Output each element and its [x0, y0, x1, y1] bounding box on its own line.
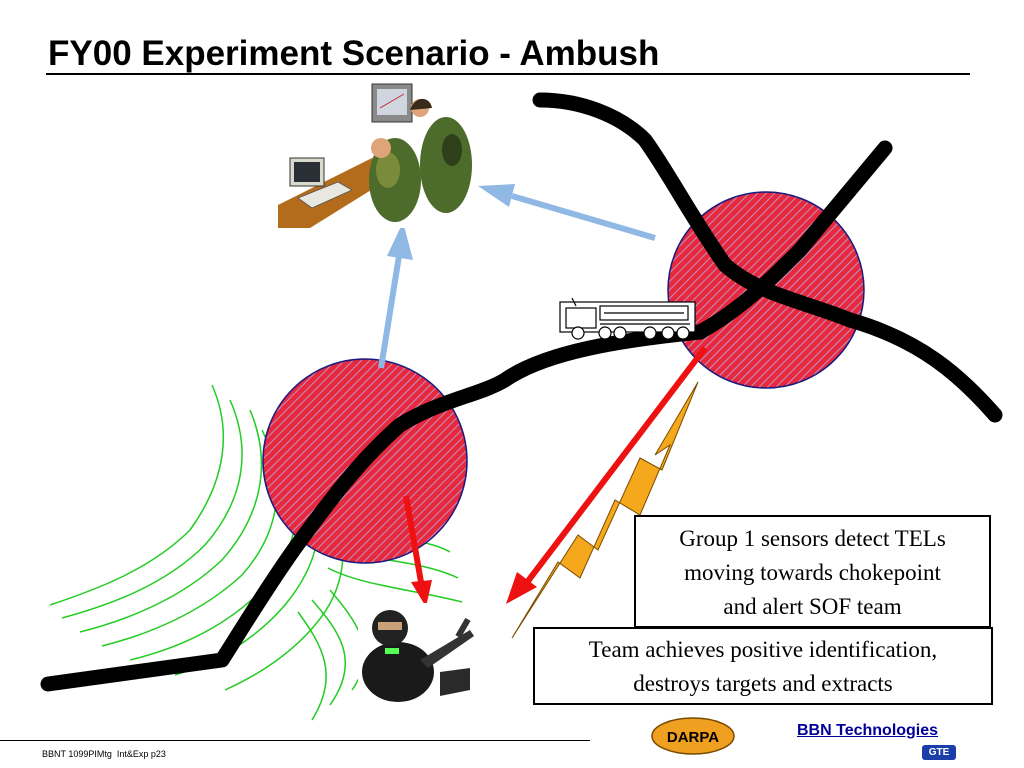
- footer-divider: [0, 740, 590, 741]
- footer-doc-ref: BBNT 1099PIMtg Int&Exp p23: [42, 749, 166, 759]
- callout-line: destroys targets and extracts: [633, 671, 893, 696]
- callout-line: and alert SOF team: [723, 594, 902, 619]
- roads: [40, 92, 1003, 692]
- lightning-alert: [511, 381, 699, 639]
- team-action-callout: Team achieves positive identification, d…: [533, 627, 993, 705]
- soldier-icon: [358, 603, 476, 702]
- slide-title: FY00 Experiment Scenario - Ambush: [48, 34, 660, 73]
- company-name: BBN Technologies: [797, 722, 939, 739]
- engage-arrows: [403, 346, 708, 607]
- callout-line: Group 1 sensors detect TELs: [679, 526, 946, 551]
- callout-line: Team achieves positive identification,: [588, 637, 938, 662]
- report-arrows: [378, 184, 656, 369]
- missile-launcher-truck-icon: [559, 297, 696, 340]
- darpa-logo: DARPA: [651, 717, 735, 755]
- command-center-icon: [278, 83, 478, 228]
- callout-line: moving towards chokepoint: [684, 560, 941, 585]
- darpa-logo-label: DARPA: [667, 729, 719, 746]
- title-underline: [46, 73, 970, 75]
- sensor-detect-callout: Group 1 sensors detect TELs moving towar…: [634, 515, 991, 628]
- gte-logo: GTE: [922, 745, 956, 760]
